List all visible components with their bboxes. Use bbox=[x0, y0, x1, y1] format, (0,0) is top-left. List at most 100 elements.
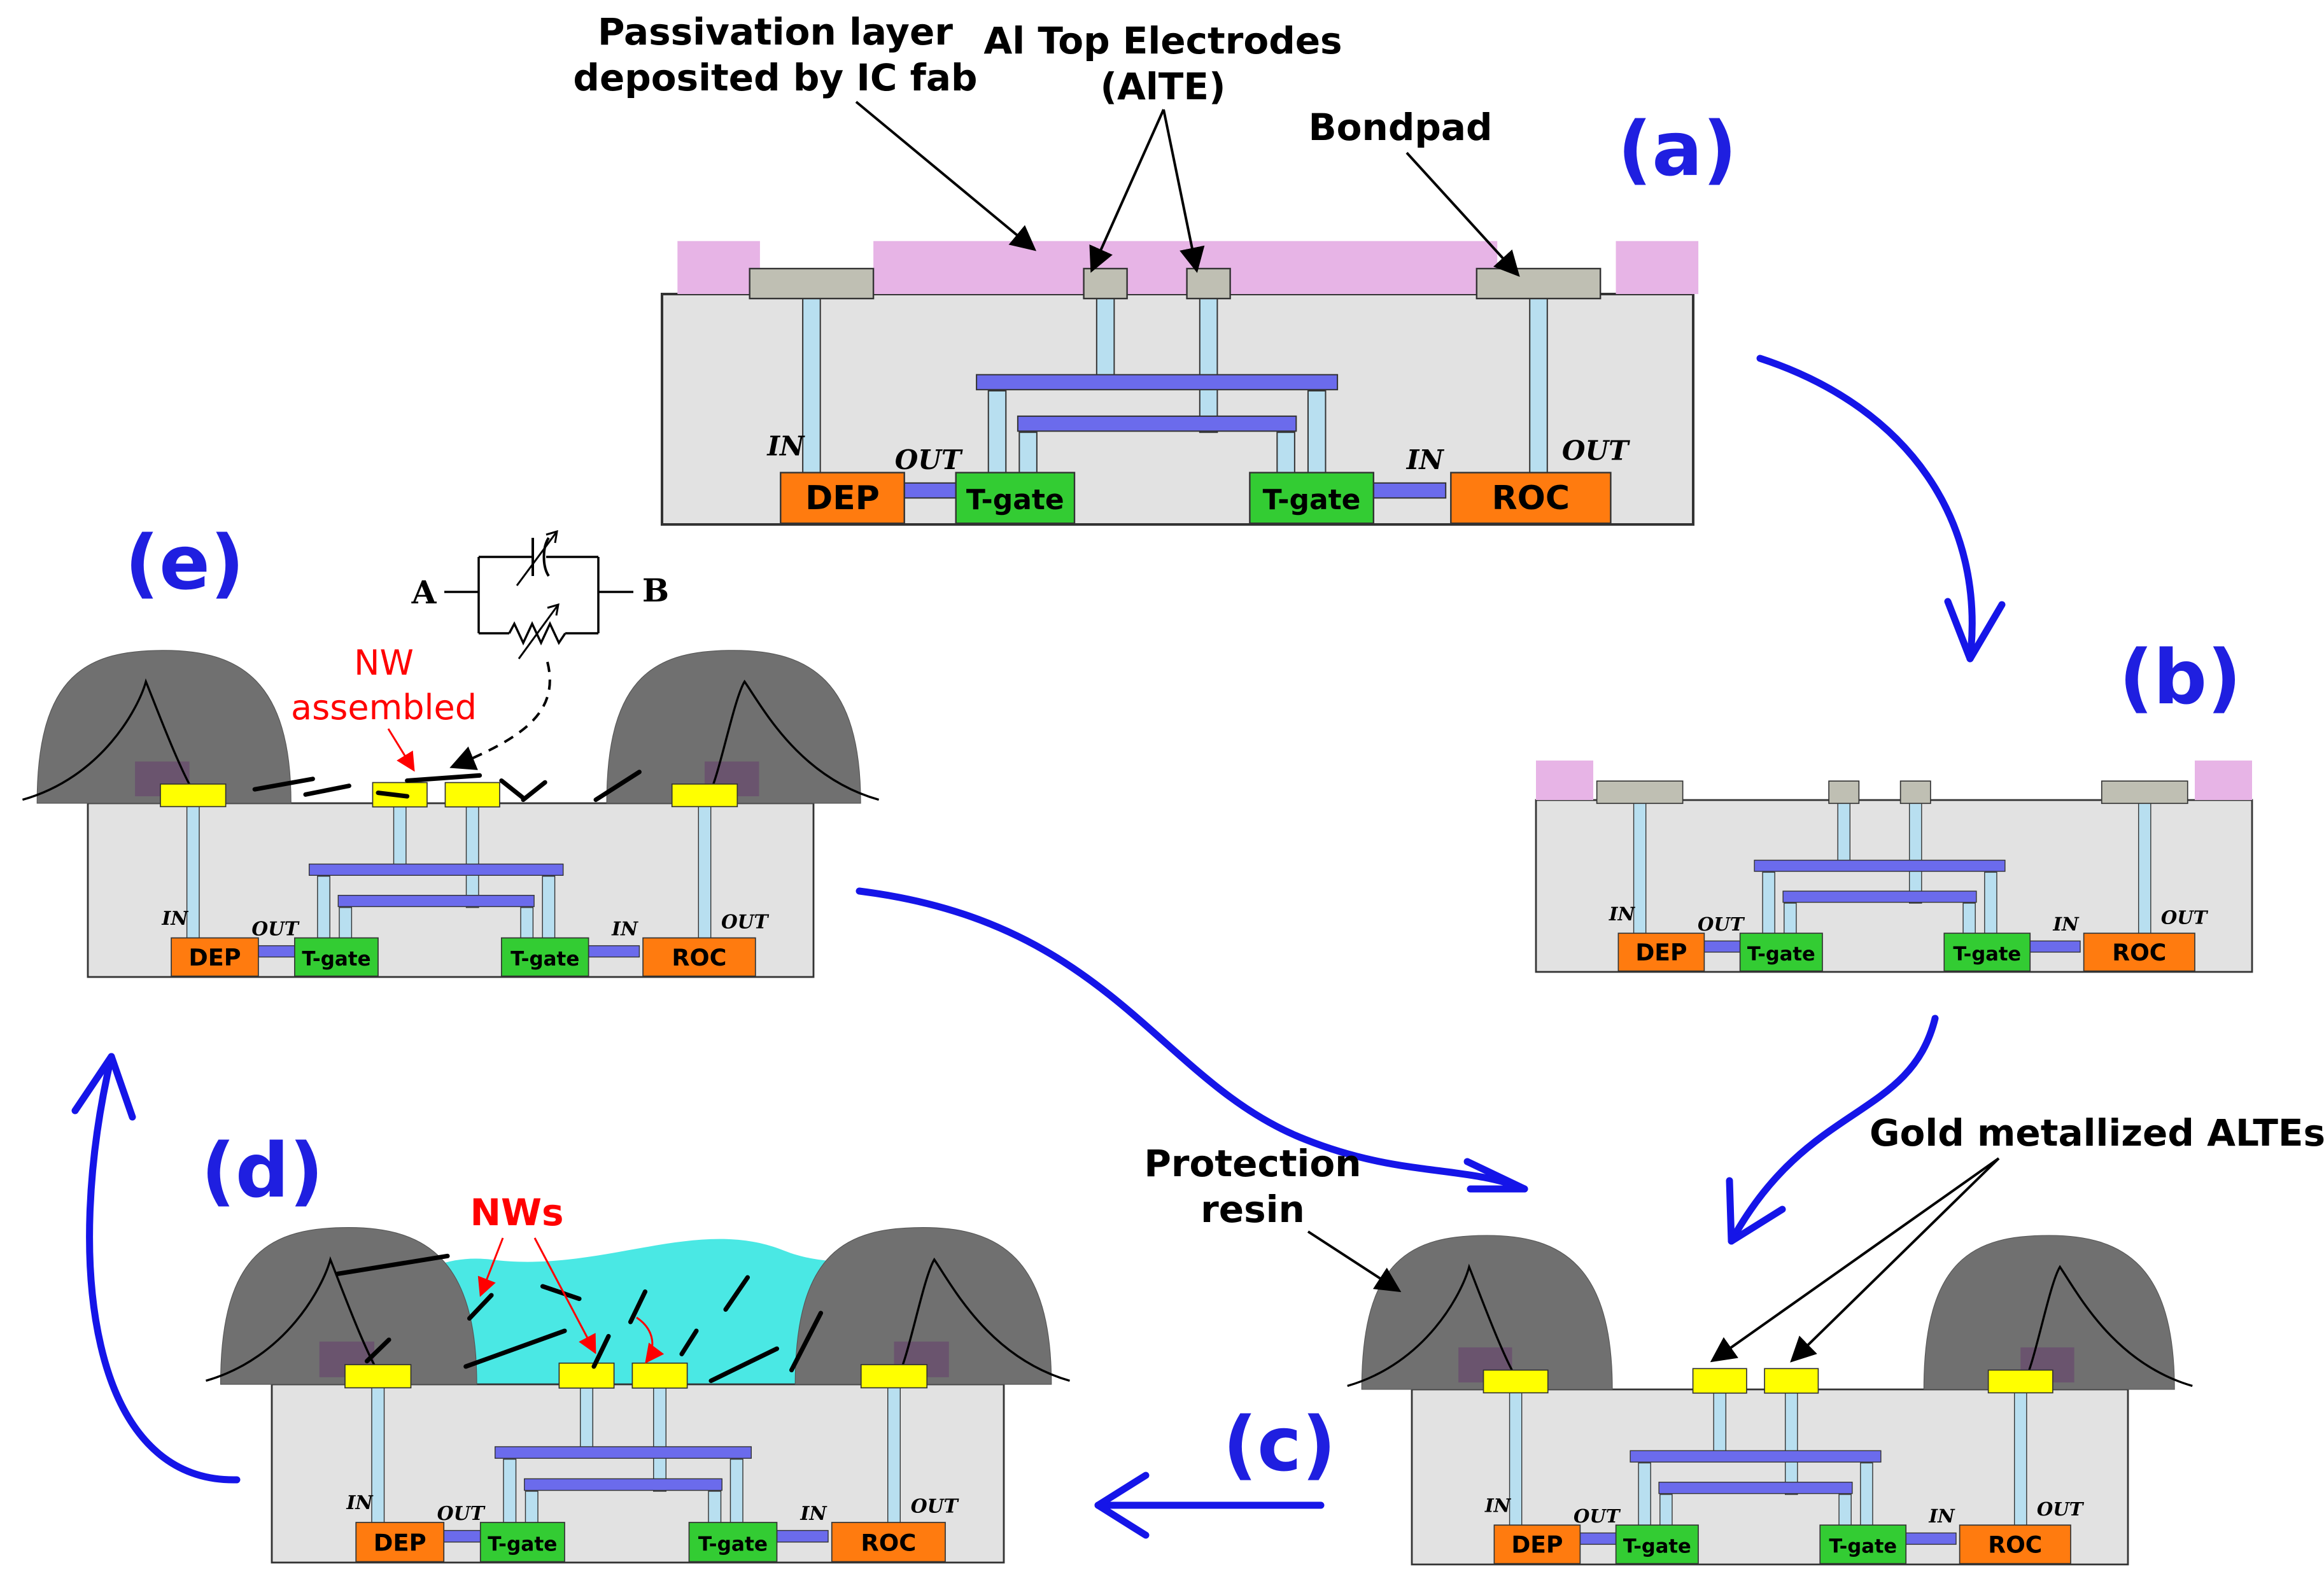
via-tgate-right-inner bbox=[708, 1491, 722, 1528]
dep-block-label: DEP bbox=[188, 944, 241, 971]
via-tgate-left-inner bbox=[1784, 903, 1797, 938]
tgate-block-right bbox=[500, 937, 589, 977]
metal-line-lower bbox=[1782, 890, 1977, 903]
nanowire-5 bbox=[499, 778, 526, 801]
nanowire-5 bbox=[540, 1284, 582, 1302]
dep-out-label: OUT bbox=[1574, 1505, 1621, 1527]
dep-block bbox=[355, 1522, 445, 1563]
roc-in-label: IN bbox=[799, 1503, 827, 1525]
nanowire-6 bbox=[521, 780, 547, 803]
nanowire-7 bbox=[591, 1333, 611, 1369]
metal-line-upper bbox=[495, 1446, 752, 1459]
protection-resin-right bbox=[794, 1227, 1052, 1385]
via-tgate-left-inner bbox=[339, 907, 353, 943]
dep-in-label: IN bbox=[161, 907, 188, 929]
metal-line-lower bbox=[1017, 415, 1297, 432]
via-alte-left bbox=[1837, 799, 1851, 862]
bond-wire-right bbox=[707, 679, 880, 801]
flow-arrow-e-to-c bbox=[856, 887, 1528, 1193]
tgate-block-left bbox=[1739, 932, 1823, 972]
callouts: Passivation layer deposited by IC fab Al… bbox=[291, 10, 2324, 1364]
passivation-label-line1: Passivation layer bbox=[598, 10, 953, 53]
via-alte-right-upper bbox=[653, 1384, 666, 1492]
dep-out-label: OUT bbox=[437, 1503, 486, 1525]
tgate-block-right bbox=[1943, 932, 2031, 972]
panel-letter-b: (b) bbox=[2119, 633, 2241, 721]
metal-line-upper bbox=[976, 374, 1339, 391]
via-tgate-left-inner bbox=[1659, 1494, 1673, 1530]
metal-link-dep-tgate bbox=[443, 1529, 481, 1543]
equivalent-circuit: A B bbox=[411, 530, 669, 770]
nw-assembled-label-line2: assembled bbox=[291, 687, 477, 727]
nanowire-9 bbox=[723, 1275, 750, 1312]
metal-line-upper bbox=[308, 863, 564, 876]
roc-block bbox=[1450, 472, 1612, 524]
roc-in-label: IN bbox=[611, 917, 638, 939]
via-roc-out bbox=[1529, 293, 1548, 479]
via-tgate-right-inner bbox=[520, 907, 534, 943]
tgate-block-right-label: T-gate bbox=[1263, 484, 1361, 516]
via-tgate-left-outer bbox=[1638, 1462, 1651, 1530]
via-tgate-left-inner bbox=[1018, 432, 1038, 479]
metal-link-tgate-roc bbox=[1372, 482, 1447, 499]
alte-label-line1: Al Top Electrodes bbox=[983, 19, 1342, 62]
via-alte-right-upper bbox=[465, 803, 479, 908]
bond-wire-left bbox=[22, 678, 198, 801]
nws-pointer-right bbox=[533, 1237, 596, 1354]
dep-in-label: IN bbox=[346, 1492, 374, 1514]
via-tgate-right-inner bbox=[1276, 432, 1295, 479]
dep-block bbox=[1617, 932, 1705, 972]
circuit-wires bbox=[444, 556, 633, 646]
roc-in-label: IN bbox=[2052, 913, 2080, 935]
roc-block bbox=[642, 937, 756, 977]
via-dep-in bbox=[802, 293, 821, 479]
tgate-block-right-label: T-gate bbox=[698, 1533, 768, 1556]
protection-resin-right bbox=[1923, 1235, 2175, 1390]
metal-link-dep-tgate bbox=[258, 945, 295, 958]
via-alte-right-upper bbox=[1908, 799, 1922, 904]
dep-block-label: DEP bbox=[805, 479, 880, 517]
nanowire-4 bbox=[463, 1328, 567, 1369]
bondpad-right bbox=[1987, 1369, 2053, 1394]
via-alte-left bbox=[393, 803, 407, 866]
passivation-remnant-right bbox=[2195, 760, 2252, 800]
metal-line-lower bbox=[337, 894, 535, 908]
passivation-remnant-left bbox=[1536, 760, 1593, 800]
via-tgate-left-outer bbox=[503, 1458, 517, 1528]
via-tgate-left-inner bbox=[525, 1491, 539, 1528]
circuit-node-a: A bbox=[411, 573, 437, 611]
passivation-layer-center bbox=[873, 241, 1498, 294]
via-alte-left bbox=[1713, 1389, 1727, 1453]
metal-line-upper bbox=[1630, 1450, 1882, 1463]
tgate-block-left bbox=[294, 937, 379, 977]
via-alte-left bbox=[580, 1384, 593, 1449]
dep-block bbox=[780, 472, 905, 524]
roc-block-label: ROC bbox=[1988, 1531, 2042, 1559]
roc-out-label: OUT bbox=[721, 911, 770, 933]
via-alte-right-upper bbox=[1784, 1389, 1798, 1495]
via-tgate-right-outer bbox=[1984, 871, 1997, 938]
metal-line-lower bbox=[524, 1478, 722, 1491]
alte-label-line2: (AlTE) bbox=[1101, 65, 1226, 108]
bond-wire-left bbox=[1347, 1263, 1521, 1388]
bondpad-right bbox=[1475, 267, 1602, 300]
metal-link-dep-tgate bbox=[903, 482, 957, 499]
bondpad-left bbox=[160, 783, 227, 808]
roc-block-label: ROC bbox=[1492, 479, 1570, 517]
metal-link-tgate-roc bbox=[588, 945, 640, 958]
bondpad-right bbox=[860, 1364, 928, 1389]
dep-in-label: IN bbox=[766, 430, 805, 461]
panel-letter-e: (e) bbox=[125, 519, 244, 607]
roc-block bbox=[2083, 932, 2195, 972]
via-roc-out bbox=[2013, 1389, 2027, 1530]
flow-arrow-b-to-c-head bbox=[1726, 1177, 1786, 1245]
tgate-block-left-label: T-gate bbox=[1747, 943, 1815, 966]
circuit-to-nw-dashed-arrow bbox=[449, 661, 551, 770]
flow-arrow-a-to-b bbox=[1756, 355, 1976, 663]
roc-out-label: OUT bbox=[911, 1496, 959, 1518]
circuit-node-b: B bbox=[642, 572, 669, 609]
gold-pointer-right bbox=[1790, 1157, 2000, 1363]
